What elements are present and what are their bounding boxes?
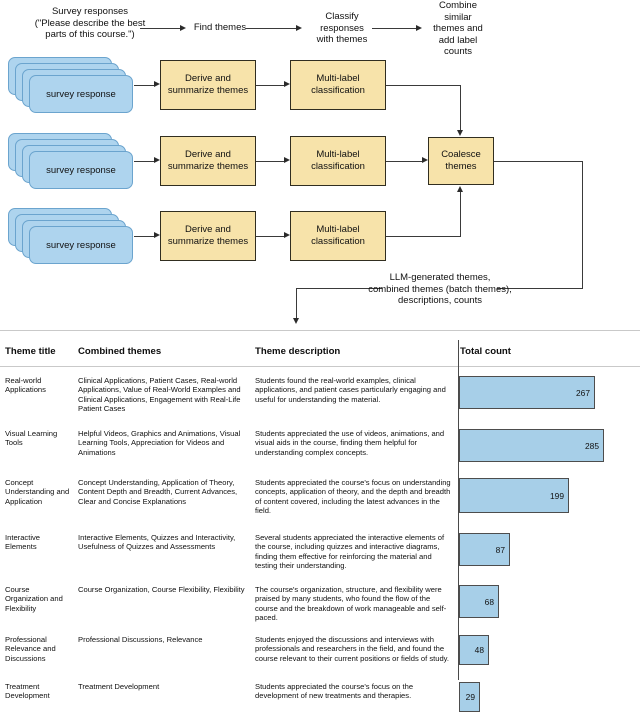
arrow-derive1-to-classify-line: [256, 84, 286, 86]
survey-response-stack-2: survey response: [8, 133, 136, 195]
caption-find-themes: Find themes: [193, 22, 247, 33]
header-theme-title: Theme title: [5, 346, 56, 357]
header-arrow-3-line: [372, 28, 418, 30]
table-row: Treatment Development Treatment Developm…: [0, 682, 640, 716]
derive-summarize-box-3: Derive and summarize themes: [160, 211, 256, 261]
count-bar: 199: [459, 478, 569, 513]
cell-theme-title: Course Organization and Flexibility: [5, 585, 63, 613]
cell-theme-description: Students appreciated the course's focus …: [255, 478, 451, 516]
survey-response-card-front: survey response: [29, 226, 133, 264]
themes-table: Theme title Combined themes Theme descri…: [0, 330, 640, 712]
survey-response-stack-1: survey response: [8, 57, 136, 119]
merge-top-vertical: [460, 84, 462, 132]
merge-bottom-arrow-head: [457, 186, 463, 192]
output-horizontal-to-label: [497, 288, 583, 290]
survey-response-card-front: survey response: [29, 75, 133, 113]
merge-bottom-vertical: [460, 191, 462, 236]
merge-bottom-horizontal: [386, 235, 461, 237]
cell-theme-title: Interactive Elements: [5, 533, 41, 552]
header-arrow-1-head: [180, 24, 186, 31]
cell-theme-description: Students appreciated the course's focus …: [255, 682, 414, 701]
count-bar: 48: [459, 635, 489, 665]
derive-summarize-box-2: Derive and summarize themes: [160, 136, 256, 186]
count-bar-value: 68: [484, 596, 494, 607]
cell-theme-description: Several students appreciated the interac…: [255, 533, 445, 571]
arrow-stack3-to-derive-line: [134, 235, 156, 237]
arrow-stack1-to-derive-line: [134, 84, 156, 86]
multilabel-classification-box-2: Multi-label classification: [290, 136, 386, 186]
output-annotation-label: LLM-generated themes, combined themes (b…: [368, 272, 512, 306]
coalesce-themes-box: Coalesce themes: [428, 137, 494, 185]
count-bar-value: 267: [576, 387, 590, 398]
arrow-stack2-to-derive-head: [154, 157, 160, 163]
merge-top-horizontal: [386, 84, 461, 86]
cell-combined-themes: Clinical Applications, Patient Cases, Re…: [78, 376, 241, 414]
count-bar: 285: [459, 429, 604, 462]
cell-theme-title: Concept Understanding and Application: [5, 478, 70, 506]
arrow-derive3-to-classify-line: [256, 235, 286, 237]
arrow-stack2-to-derive-line: [134, 160, 156, 162]
cell-theme-title: Visual Learning Tools: [5, 429, 58, 448]
table-row: Course Organization and Flexibility Cour…: [0, 585, 640, 631]
count-bar-value: 48: [474, 645, 484, 655]
table-row: Interactive Elements Interactive Element…: [0, 533, 640, 581]
arrow-derive3-to-classify-head: [284, 232, 290, 238]
header-arrow-3-head: [416, 24, 422, 31]
cell-theme-title: Treatment Development: [5, 682, 50, 701]
caption-combine-themes: Combine similar themes and add label cou…: [433, 0, 483, 57]
arrow-derive1-to-classify-head: [284, 81, 290, 87]
output-horizontal-from-label: [296, 288, 382, 290]
cell-theme-description: Students enjoyed the discussions and int…: [255, 635, 450, 663]
count-bar-value: 29: [465, 692, 475, 702]
multilabel-classification-box-1: Multi-label classification: [290, 60, 386, 110]
chart-axis: [458, 340, 460, 680]
table-header-rule: [0, 366, 640, 367]
cell-combined-themes: Interactive Elements, Quizzes and Intera…: [78, 533, 236, 552]
arrow-stack1-to-derive-head: [154, 81, 160, 87]
count-bar-value: 285: [585, 440, 599, 451]
survey-response-stack-3: survey response: [8, 208, 136, 270]
arrow-stack3-to-derive-head: [154, 232, 160, 238]
caption-survey-responses: Survey responses ("Please describe the b…: [34, 6, 146, 40]
arrow-derive2-to-classify-head: [284, 157, 290, 163]
cell-combined-themes: Course Organization, Course Flexibility,…: [78, 585, 245, 594]
table-top-rule: [0, 330, 640, 331]
output-horizontal-right: [494, 160, 583, 162]
merge-mid-horizontal: [386, 160, 424, 162]
cell-combined-themes: Professional Discussions, Relevance: [78, 635, 203, 644]
cell-theme-title: Professional Relevance and Discussions: [5, 635, 56, 663]
count-bar-value: 199: [550, 490, 564, 501]
output-vertical-down: [296, 288, 298, 320]
merge-mid-arrow-head: [422, 157, 428, 163]
header-arrow-2-line: [246, 28, 298, 30]
arrow-derive2-to-classify-line: [256, 160, 286, 162]
multilabel-classification-box-3: Multi-label classification: [290, 211, 386, 261]
header-arrow-2-head: [296, 24, 302, 31]
cell-theme-description: Students found the real-world examples, …: [255, 376, 446, 404]
table-row: Professional Relevance and Discussions P…: [0, 635, 640, 680]
cell-combined-themes: Concept Understanding, Application of Th…: [78, 478, 238, 506]
header-arrow-1-line: [140, 28, 182, 30]
count-bar: 267: [459, 376, 595, 409]
header-total-count: Total count: [460, 346, 511, 357]
count-bar: 68: [459, 585, 499, 618]
count-bar-value: 87: [495, 544, 505, 555]
derive-summarize-box-1: Derive and summarize themes: [160, 60, 256, 110]
table-row: Concept Understanding and Application Co…: [0, 478, 640, 530]
output-vertical-right: [582, 160, 584, 289]
header-theme-description: Theme description: [255, 346, 341, 357]
output-arrow-head: [293, 318, 299, 324]
survey-response-card-front: survey response: [29, 151, 133, 189]
caption-classify-responses: Classify responses with themes: [316, 11, 368, 45]
cell-combined-themes: Helpful Videos, Graphics and Animations,…: [78, 429, 241, 457]
header-combined-themes: Combined themes: [78, 346, 162, 357]
cell-theme-description: The course's organization, structure, an…: [255, 585, 447, 623]
cell-theme-description: Students appreciated the use of videos, …: [255, 429, 445, 457]
table-row: Real-world Applications Clinical Applica…: [0, 376, 640, 426]
merge-top-arrow-head: [457, 130, 463, 136]
table-row: Visual Learning Tools Helpful Videos, Gr…: [0, 429, 640, 473]
cell-theme-title: Real-world Applications: [5, 376, 46, 395]
pipeline-diagram: Survey responses ("Please describe the b…: [0, 0, 640, 330]
count-bar: 87: [459, 533, 510, 566]
